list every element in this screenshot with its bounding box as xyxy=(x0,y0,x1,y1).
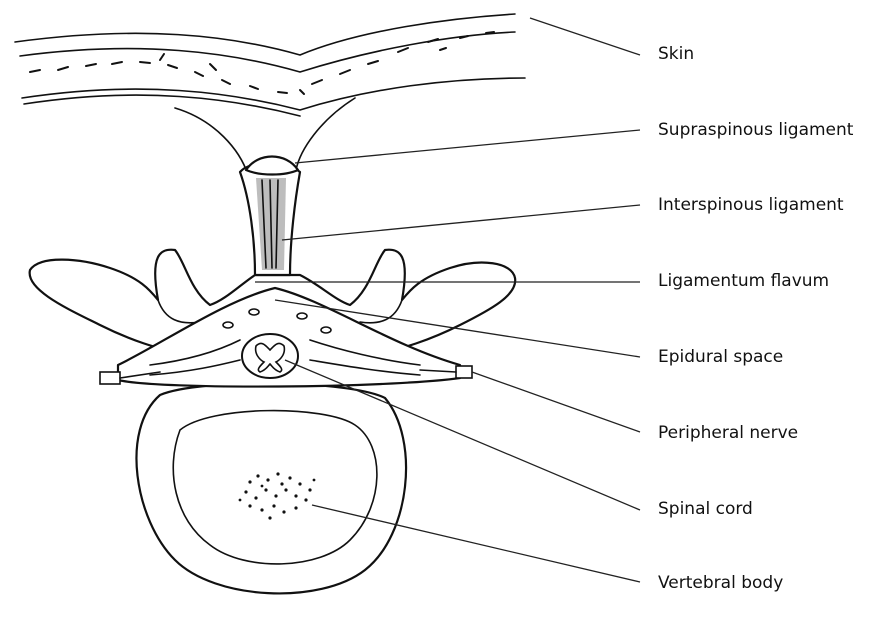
spinal-cord-shape xyxy=(242,334,298,378)
leader-line-peripheral-nerve xyxy=(472,372,640,432)
skin-layers xyxy=(15,14,525,116)
label-supraspinous-ligament: Supraspinous ligament xyxy=(658,120,853,140)
label-epidural-space: Epidural space xyxy=(658,347,783,367)
label-skin: Skin xyxy=(658,44,694,64)
label-peripheral-nerve: Peripheral nerve xyxy=(658,423,798,443)
spinous-process xyxy=(240,157,300,276)
vertebral-body-shape xyxy=(136,383,406,593)
leader-line-interspinous xyxy=(282,205,640,240)
label-vertebral-body: Vertebral body xyxy=(658,573,783,593)
leader-line-supraspinous xyxy=(295,130,640,163)
label-interspinous-ligament: Interspinous ligament xyxy=(658,195,844,215)
label-ligamentum-flavum: Ligamentum flavum xyxy=(658,271,829,291)
label-spinal-cord: Spinal cord xyxy=(658,499,753,519)
leader-line-skin xyxy=(530,18,640,55)
